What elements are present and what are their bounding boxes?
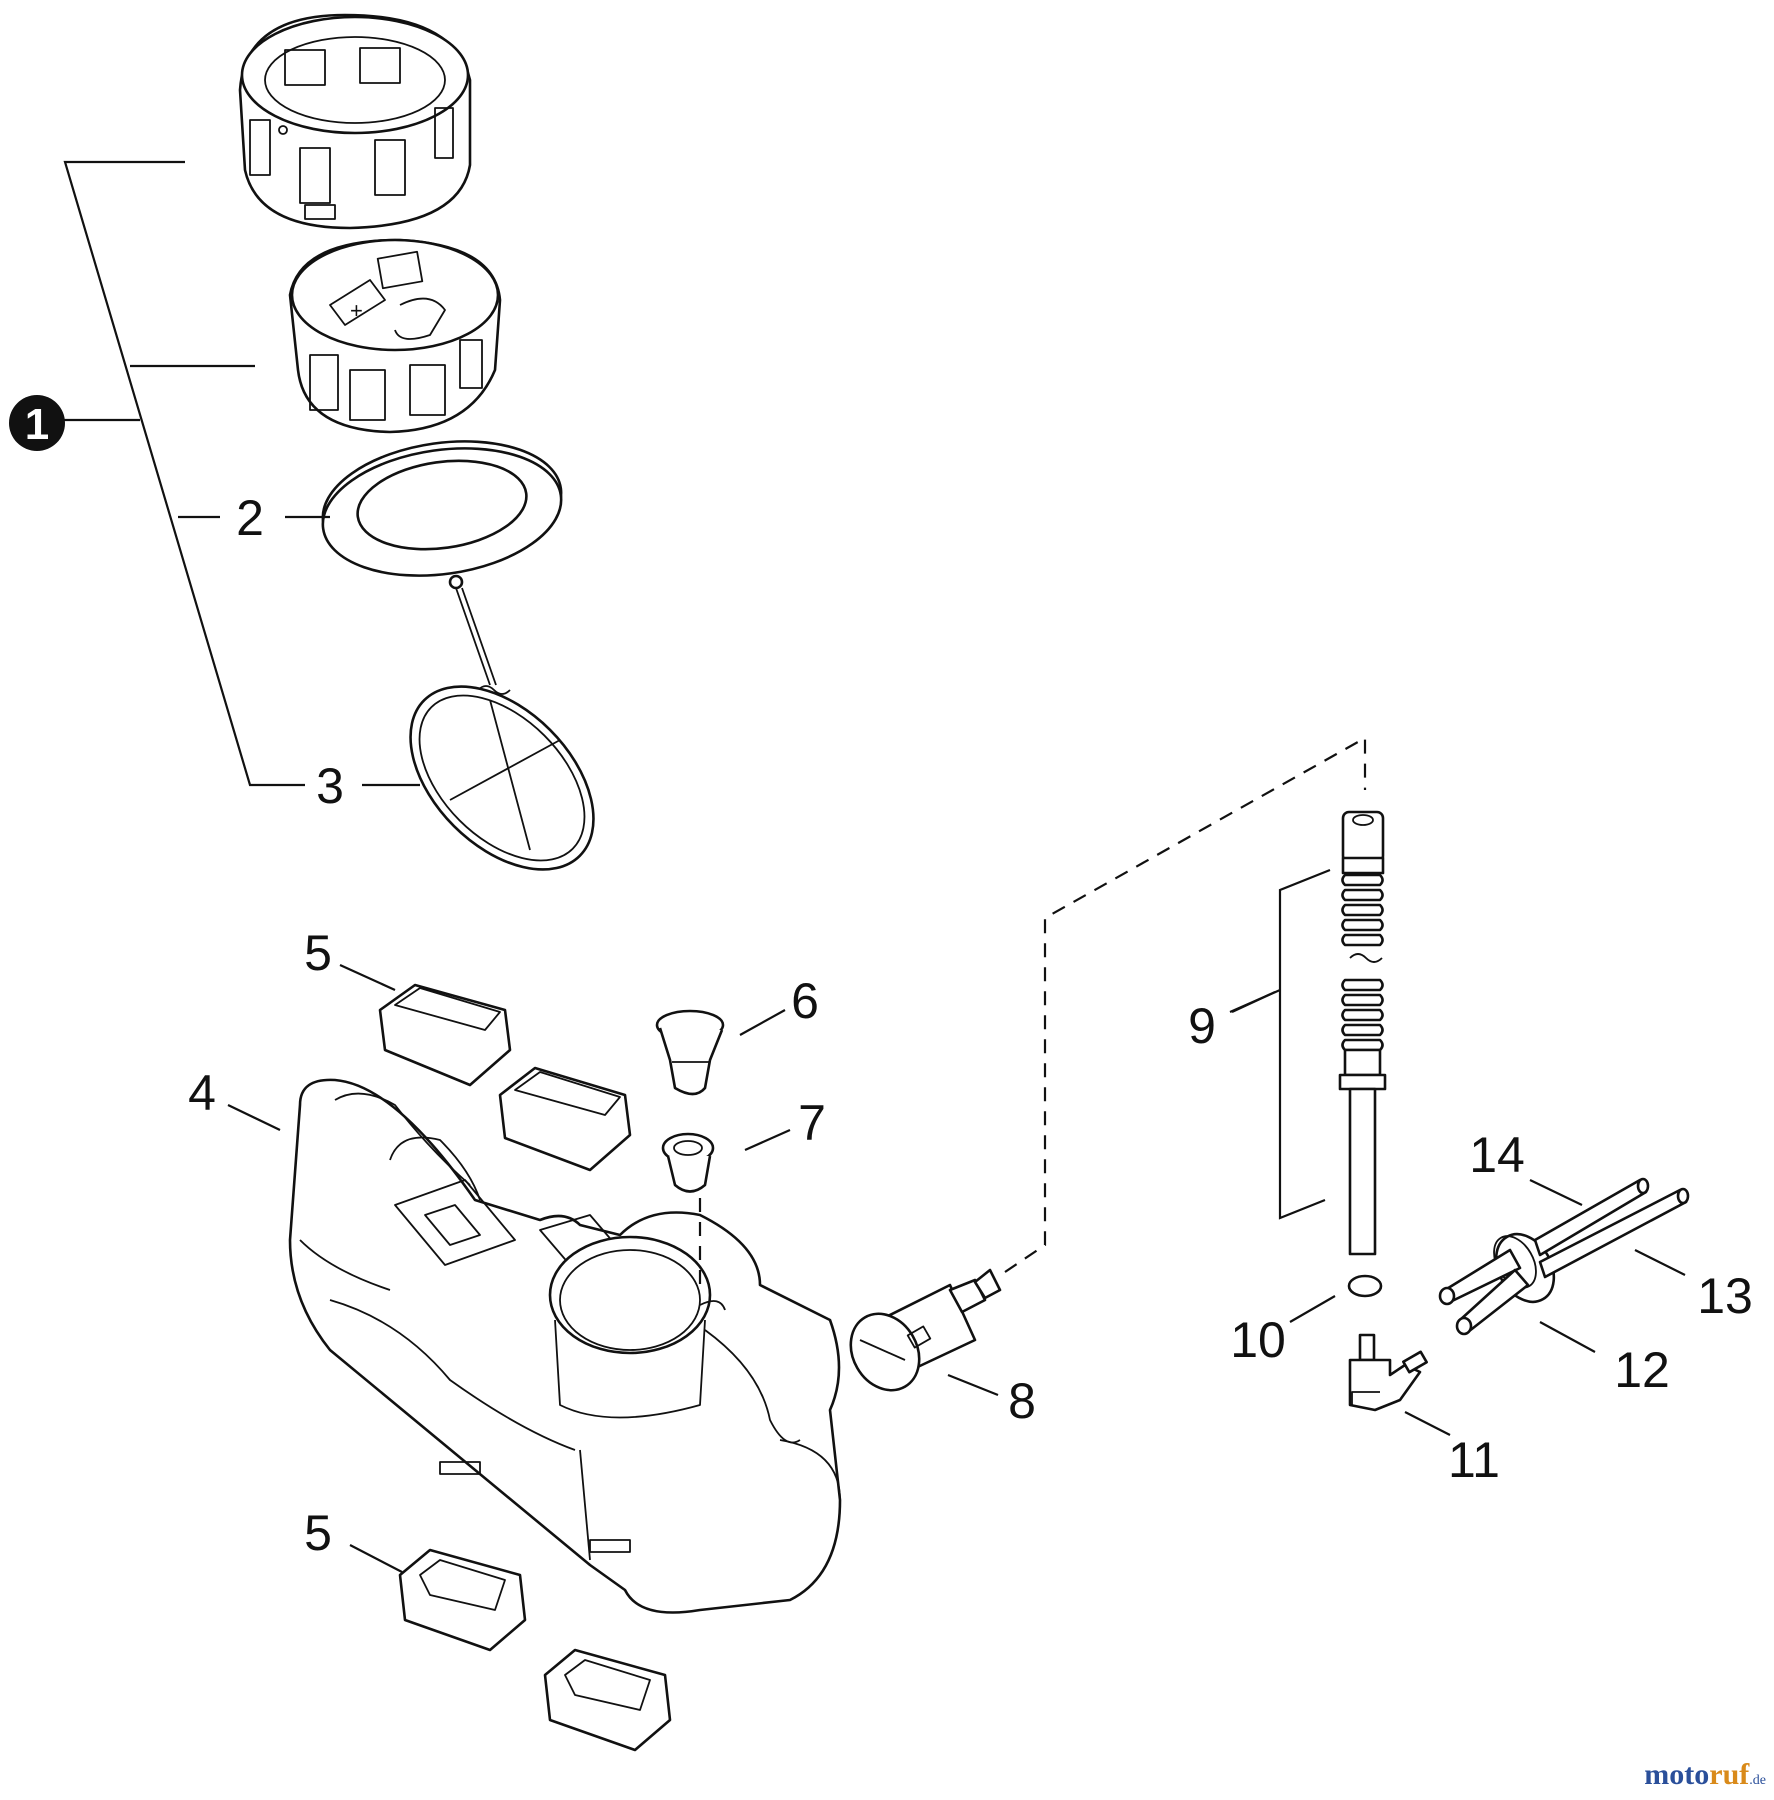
rubber-foot-lower — [398, 1548, 672, 1752]
assembly-bracket — [63, 160, 305, 787]
watermark-part2: ruf — [1709, 1758, 1750, 1791]
callout-10: 10 — [1230, 1312, 1286, 1368]
rubber-foot-upper — [378, 983, 632, 1172]
fuel-line-guide — [1004, 736, 1367, 1273]
callout-13: 13 — [1697, 1268, 1753, 1324]
elbow-fitting — [1348, 1333, 1428, 1412]
callout-12: 12 — [1614, 1342, 1670, 1398]
fuel-pipe — [1338, 810, 1387, 1256]
fuel-tank — [288, 1078, 842, 1614]
callout-9: 9 — [1188, 998, 1216, 1054]
svg-text:+: + — [350, 298, 363, 323]
cap-gasket — [321, 440, 563, 577]
fuel-filter — [849, 1268, 1002, 1392]
callout-2: 2 — [236, 490, 264, 546]
callout-11: 11 — [1448, 1432, 1500, 1488]
tank-plug — [655, 1009, 725, 1096]
grommet — [661, 1132, 715, 1193]
watermark-logo: motoruf.de — [1644, 1758, 1766, 1792]
outer-cap-ring — [238, 13, 472, 230]
callout-4: 4 — [188, 1065, 216, 1121]
fuel-pipe-bracket — [1229, 868, 1331, 1220]
fuel-strainer — [409, 574, 595, 871]
leader-lines — [40, 418, 1686, 1573]
callout-5-lower: 5 — [304, 1505, 332, 1561]
callout-3: 3 — [316, 758, 344, 814]
callout-5-upper: 5 — [304, 925, 332, 981]
o-ring — [1347, 1274, 1383, 1298]
callout-1: 1 — [25, 400, 49, 449]
breather-tubes — [1533, 1177, 1690, 1279]
watermark-part3: .de — [1749, 1773, 1766, 1788]
fuel-cap: + — [288, 238, 502, 434]
callout-1-badge — [9, 395, 65, 451]
callout-6: 6 — [791, 973, 819, 1029]
callout-8: 8 — [1008, 1373, 1036, 1429]
callout-14: 14 — [1469, 1127, 1525, 1183]
watermark-part1: moto — [1644, 1758, 1710, 1791]
callout-7: 7 — [798, 1095, 826, 1151]
